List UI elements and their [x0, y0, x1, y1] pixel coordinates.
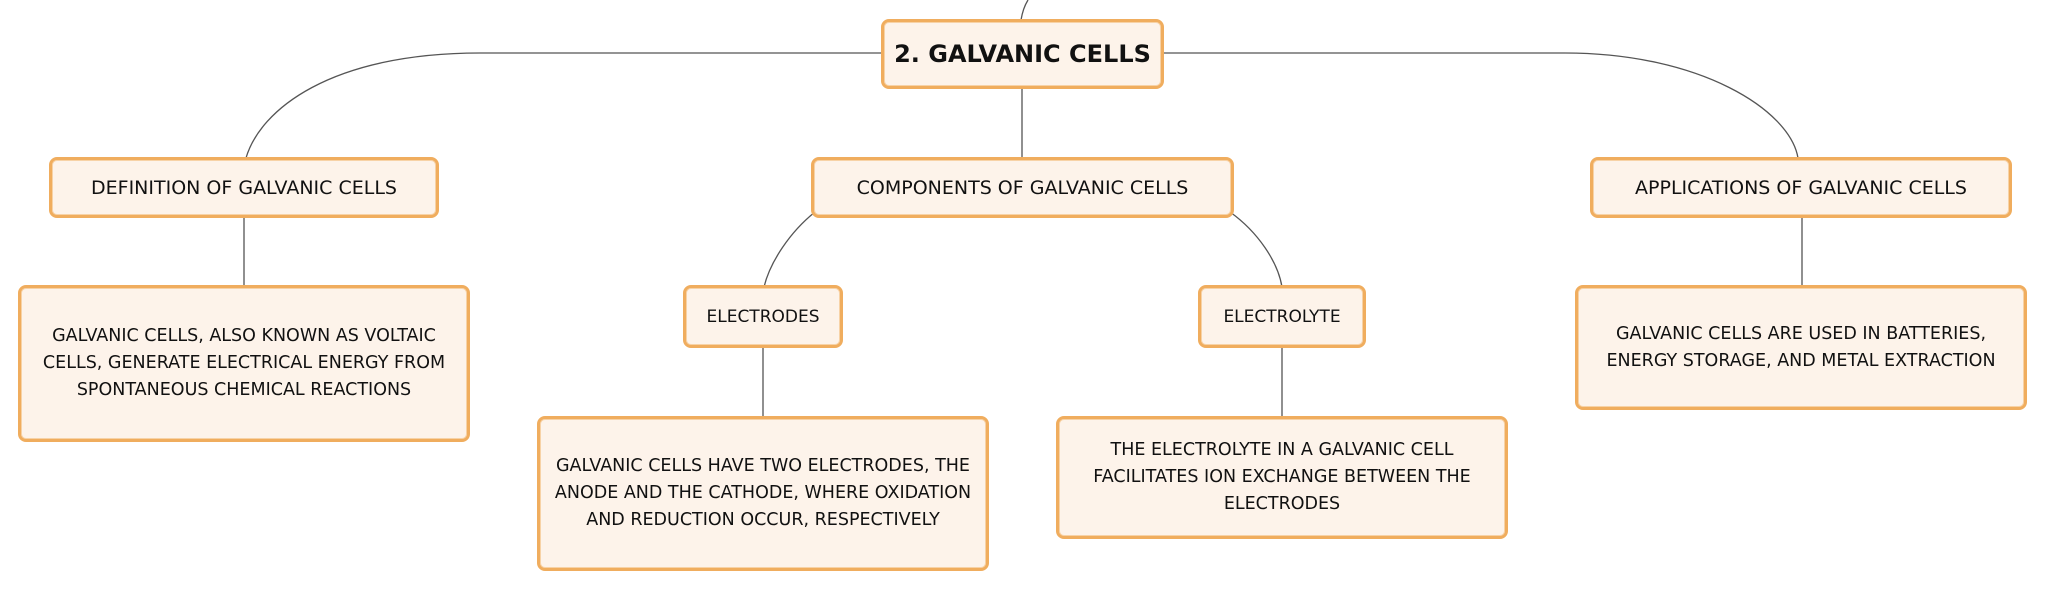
applications-node[interactable]: APPLICATIONS OF GALVANIC CELLS: [1590, 157, 2012, 218]
definition-detail-text: GALVANIC CELLS, ALSO KNOWN AS VOLTAIC CE…: [42, 326, 446, 400]
connector-components-electrodes: [763, 211, 816, 288]
root-node[interactable]: 2. GALVANIC CELLS: [881, 19, 1164, 89]
electrodes-label: ELECTRODES: [706, 306, 820, 327]
connector-root-definition: [245, 52, 883, 159]
electrolyte-label: ELECTROLYTE: [1223, 306, 1341, 327]
electrolyte-node[interactable]: ELECTROLYTE: [1198, 285, 1366, 348]
electrolyte-detail-node[interactable]: THE ELECTROLYTE IN A GALVANIC CELL FACIL…: [1056, 416, 1508, 539]
definition-detail-node[interactable]: GALVANIC CELLS, ALSO KNOWN AS VOLTAIC CE…: [18, 285, 470, 442]
connector-components-electrolyte: [1229, 211, 1283, 288]
applications-label: APPLICATIONS OF GALVANIC CELLS: [1635, 176, 1967, 199]
electrolyte-detail-text: THE ELECTROLYTE IN A GALVANIC CELL FACIL…: [1093, 440, 1471, 514]
applications-detail-node[interactable]: GALVANIC CELLS ARE USED IN BATTERIES, EN…: [1575, 285, 2027, 410]
connector-root-applications: [1163, 52, 1799, 159]
electrodes-node[interactable]: ELECTRODES: [683, 285, 843, 348]
components-label: COMPONENTS OF GALVANIC CELLS: [856, 176, 1189, 199]
components-node[interactable]: COMPONENTS OF GALVANIC CELLS: [811, 157, 1234, 218]
connector-to-parent: [1020, 0, 1029, 21]
definition-node[interactable]: DEFINITION OF GALVANIC CELLS: [49, 157, 439, 218]
electrodes-detail-text: GALVANIC CELLS HAVE TWO ELECTRODES, THE …: [554, 456, 972, 530]
definition-label: DEFINITION OF GALVANIC CELLS: [91, 176, 397, 199]
electrodes-detail-node[interactable]: GALVANIC CELLS HAVE TWO ELECTRODES, THE …: [537, 416, 989, 571]
applications-detail-text: GALVANIC CELLS ARE USED IN BATTERIES, EN…: [1606, 323, 1996, 371]
root-title: 2. GALVANIC CELLS: [894, 40, 1151, 68]
